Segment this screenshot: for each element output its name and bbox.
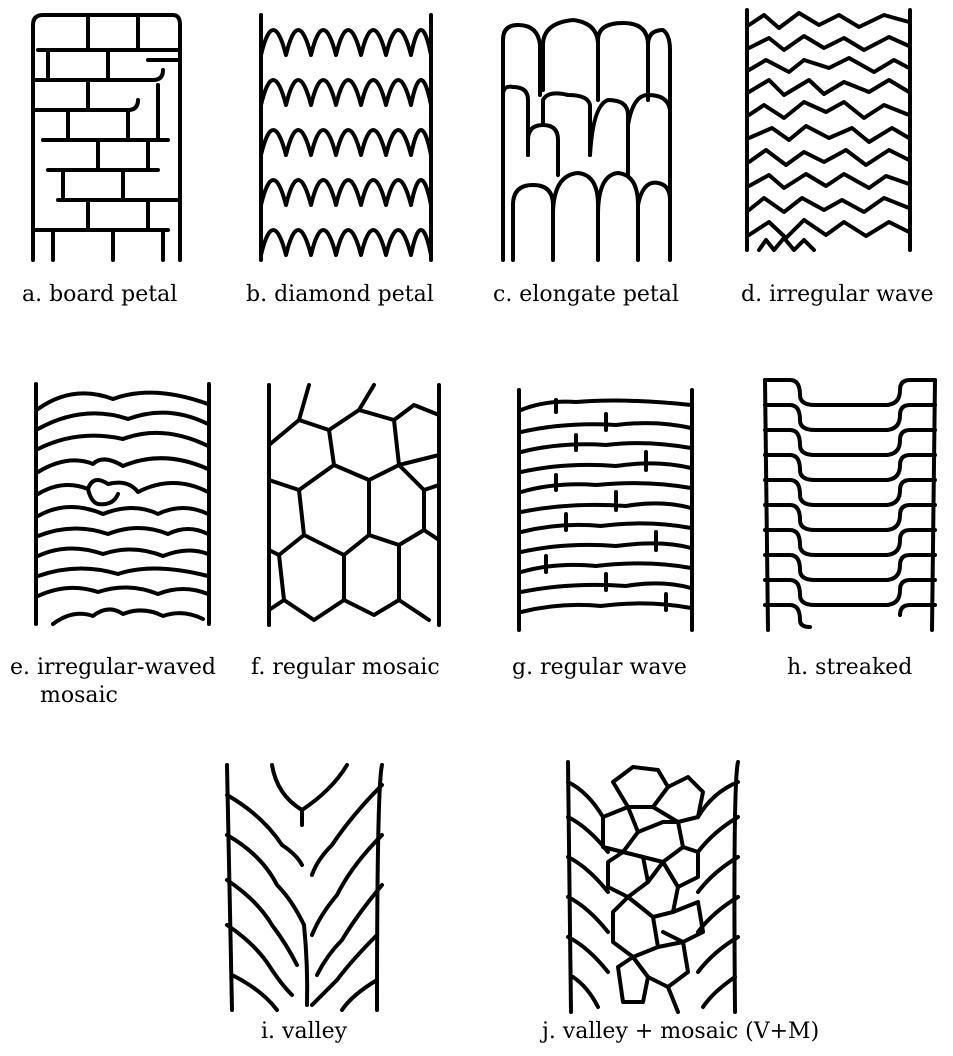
caption-valley: i. valley <box>261 1018 347 1046</box>
caption-irregular-wave: d. irregular wave <box>741 281 933 309</box>
diamond-petal-sketch <box>256 15 436 260</box>
valley-mosaic-sketch <box>563 762 743 1012</box>
caption-irregular-waved-mosaic-line1: e. irregular-waved <box>10 655 216 680</box>
regular-mosaic-drawing <box>264 385 444 625</box>
caption-elongate-petal: c. elongate petal <box>493 281 679 309</box>
valley-drawing <box>222 765 387 1010</box>
caption-regular-wave: g. regular wave <box>512 654 687 682</box>
board-petal-sketch <box>28 10 183 260</box>
caption-irregular-waved-mosaic-line2: mosaic <box>10 683 118 708</box>
caption-valley-mosaic: j. valley + mosaic (V+M) <box>542 1018 819 1046</box>
elongate-petal-sketch <box>498 15 673 260</box>
caption-board-petal: a. board petal <box>22 281 177 309</box>
streaked-sketch <box>760 375 940 630</box>
regular-wave-sketch <box>516 390 696 630</box>
caption-irregular-waved-mosaic: e. irregular-waved mosaic <box>10 654 216 710</box>
irregular-waved-mosaic-drawing <box>33 384 213 624</box>
valley-mosaic-drawing <box>563 762 743 1012</box>
diamond-petal-drawing <box>256 15 436 260</box>
streaked-drawing <box>760 375 940 630</box>
irregular-waved-mosaic-sketch <box>33 384 213 624</box>
board-petal-drawing <box>28 10 183 260</box>
irregular-wave-sketch <box>744 10 914 250</box>
elongate-petal-drawing <box>498 15 673 260</box>
caption-regular-mosaic: f. regular mosaic <box>251 654 440 682</box>
caption-streaked: h. streaked <box>787 654 912 682</box>
irregular-wave-drawing <box>744 10 914 250</box>
valley-sketch <box>222 765 387 1010</box>
regular-mosaic-sketch <box>264 385 444 625</box>
caption-diamond-petal: b. diamond petal <box>246 281 434 309</box>
regular-wave-drawing <box>516 390 696 630</box>
